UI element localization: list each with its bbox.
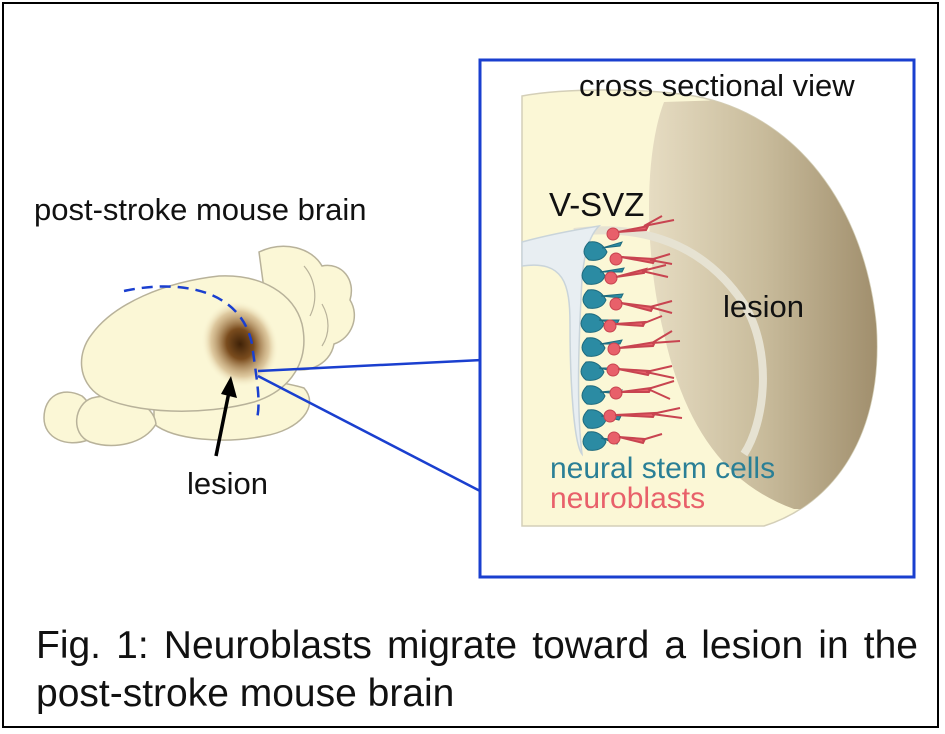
lateral-ventricle [521,224,602,457]
corpus-callosum [573,226,767,457]
section-cut-line [123,285,260,423]
stem-cells-label: neural stem cells [550,452,776,485]
brain-title: post-stroke mouse brain [34,192,367,227]
brain-lesion [201,300,279,388]
lesion-label: lesion [187,466,268,501]
connector-line-bottom [257,374,483,494]
connector-line-top [257,358,483,373]
neuroblasts-label: neuroblasts [550,482,706,515]
figure-artwork [43,58,916,579]
mouse-brain [43,245,355,447]
vsvz-label: V-SVZ [549,186,645,223]
inset-lesion-label: lesion [723,289,804,324]
figure-caption: Fig. 1: Neuroblasts migrate toward a les… [36,624,918,715]
neuroblasts [603,215,683,445]
lesion-arrow [214,376,237,457]
cross-section-title: cross sectional view [579,68,855,103]
